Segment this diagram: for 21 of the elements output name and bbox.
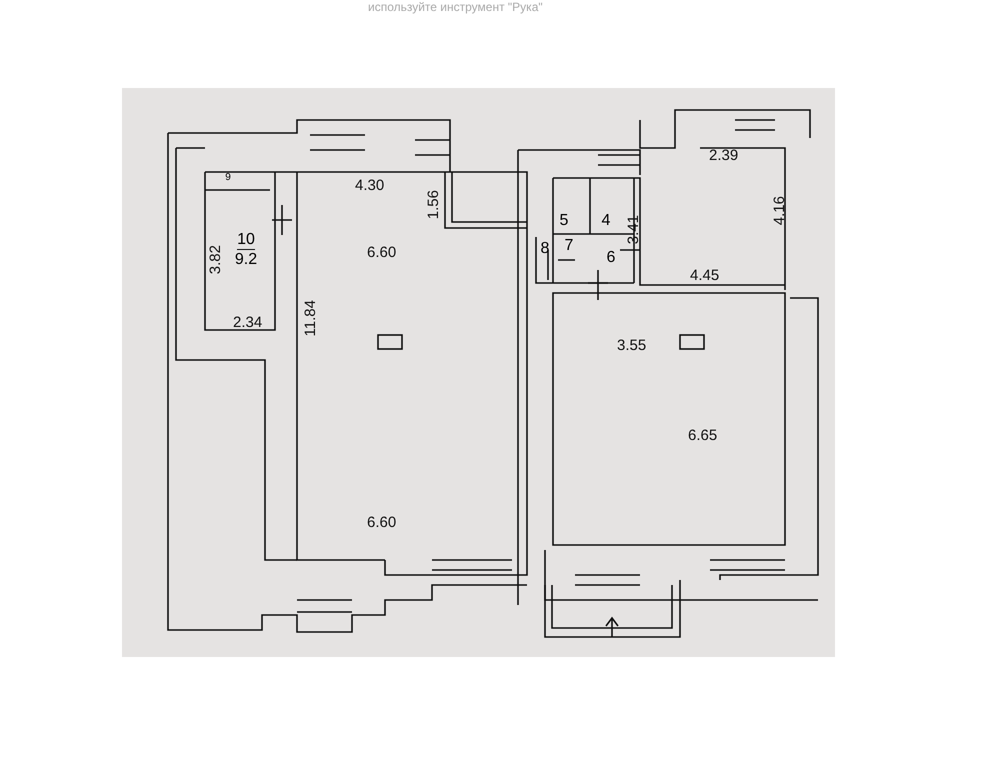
room-number: 10	[237, 230, 255, 250]
dimension-label: 2.39	[709, 148, 738, 163]
dimension-label: 6.60	[367, 515, 396, 530]
dimension-label: 4.30	[355, 178, 384, 193]
dimension-label: 6.60	[367, 245, 396, 260]
dimension-label: 3.82	[208, 245, 223, 274]
room-number: 9	[225, 172, 231, 184]
dimension-label: 2.34	[233, 315, 262, 330]
hint-text: используйте инструмент "Рука"	[368, 0, 543, 14]
dimension-label: 6.65	[688, 428, 718, 443]
room-number: 6	[606, 248, 616, 268]
room-number: 5	[560, 211, 568, 230]
dimension-label: 4.45	[690, 268, 720, 283]
dimension-label: 4.16	[772, 196, 787, 226]
dimension-label: 3.55	[617, 338, 646, 353]
dimension-label: 11.84	[303, 300, 318, 336]
room-area: 9.2	[234, 250, 258, 270]
dimension-label: 1.56	[426, 190, 441, 220]
room-number: 4	[602, 211, 610, 230]
room-number: 8	[540, 239, 550, 258]
room-number: 7	[564, 236, 574, 256]
